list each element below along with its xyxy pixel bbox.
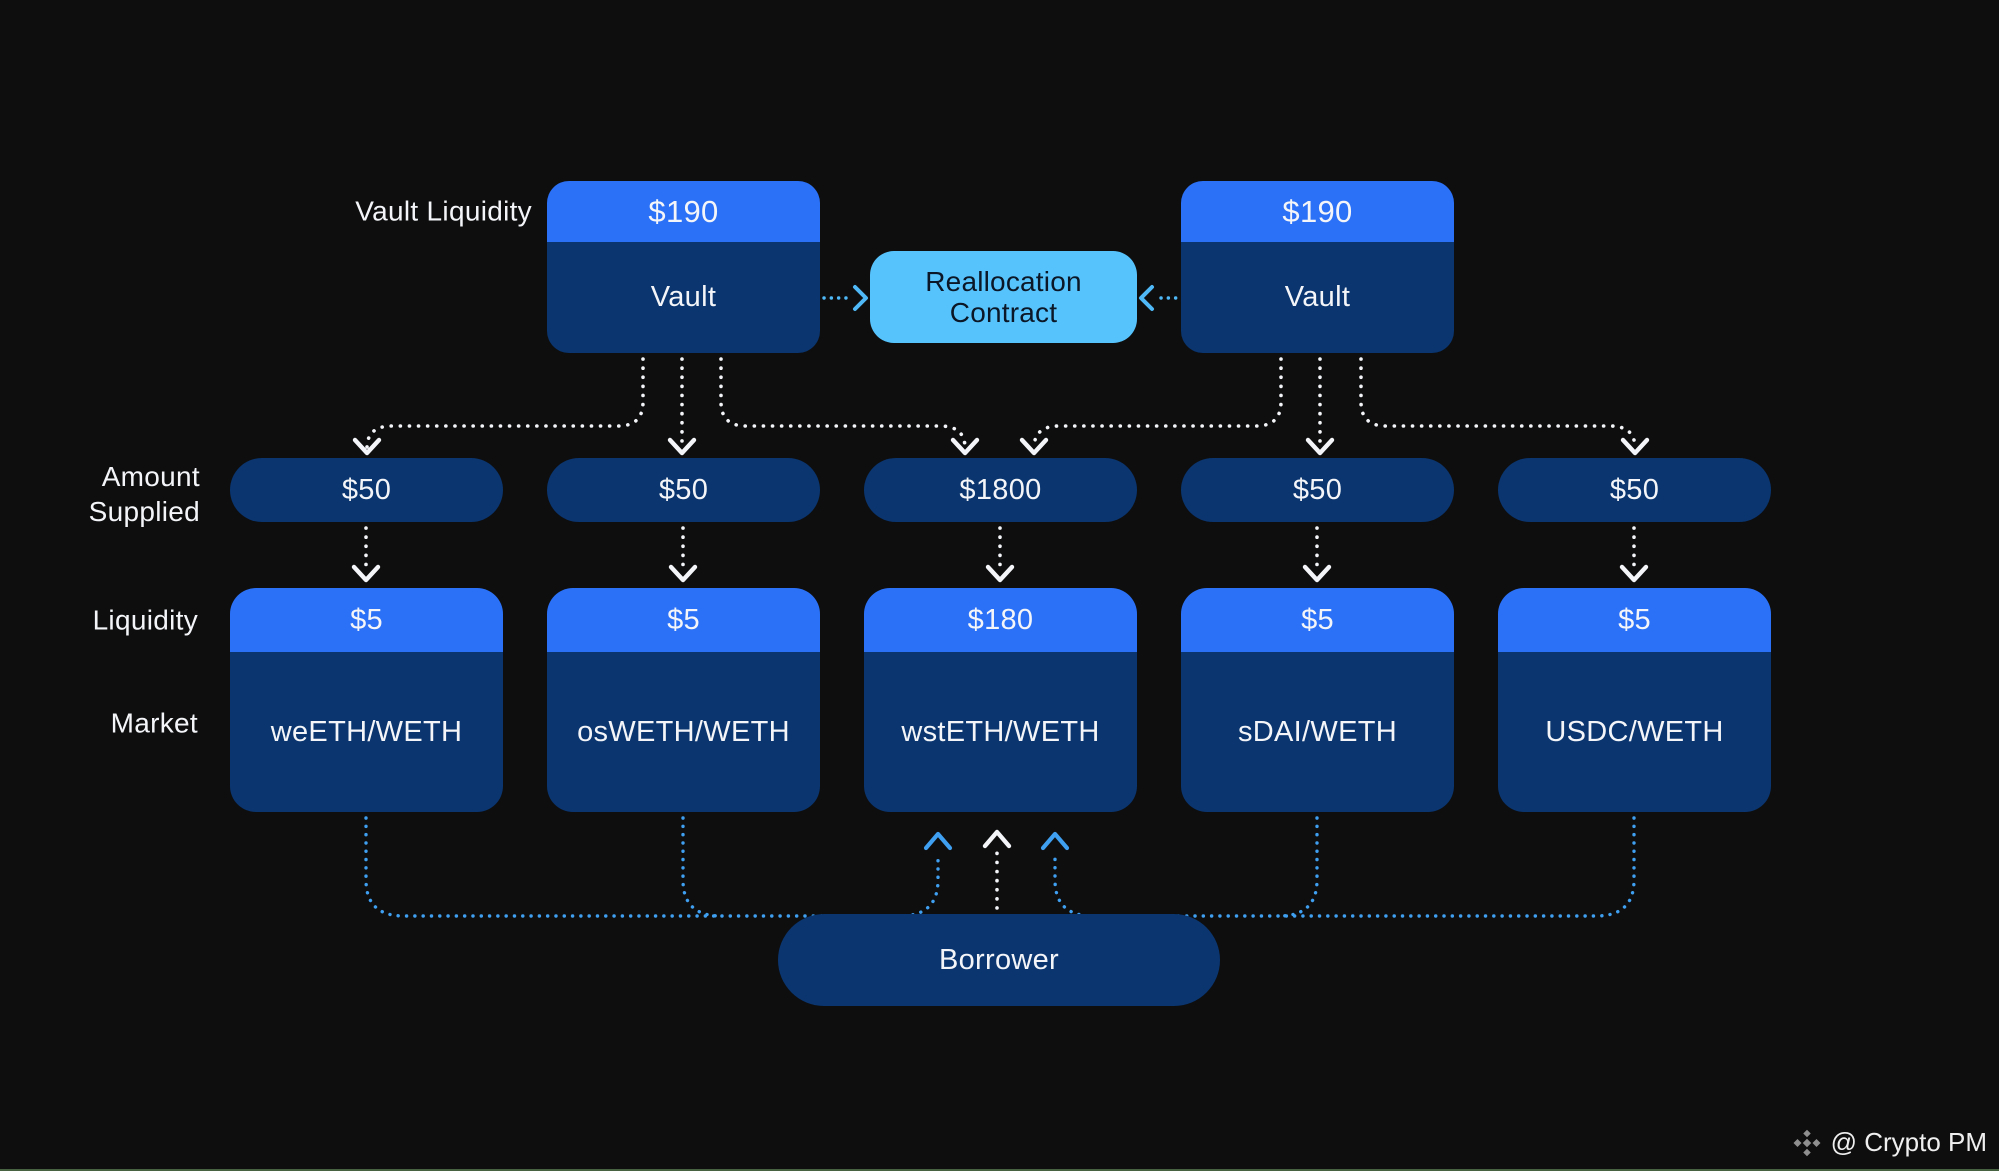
amount-supplied-pill-sdai: $50 (1181, 458, 1454, 522)
market-osweth-name: osWETH/WETH (547, 652, 820, 812)
market-osweth-liquidity-value: $5 (547, 588, 820, 652)
bottom-edge-line (0, 1169, 1999, 1171)
market-weeth-name: weETH/WETH (230, 652, 503, 812)
market-wsteth-liquidity-value: $180 (864, 588, 1137, 652)
amount-supplied-pill-weeth: $50 (230, 458, 503, 522)
supplied-to-market-arrows (351, 526, 1649, 583)
amount-supplied-pill-osweth: $50 (547, 458, 820, 522)
market-wsteth-name: wstETH/WETH (864, 652, 1137, 812)
reallocation-contract-label-line1: Reallocation (925, 266, 1082, 297)
vault-left-name: Vault (547, 242, 820, 353)
amount-supplied-pill-usdc: $50 (1498, 458, 1771, 522)
vault-right-liquidity-value: $190 (1181, 181, 1454, 242)
market-box-sdai: $5 sDAI/WETH (1181, 588, 1454, 812)
vault-left-liquidity-value: $190 (547, 181, 820, 242)
liquidity-row-label: Liquidity (92, 604, 198, 636)
amount-supplied-row-label: Amount Supplied (89, 459, 200, 529)
reallocation-contract-box: Reallocation Contract (870, 251, 1137, 343)
arrow-right-vault-to-reallocation (1139, 285, 1185, 311)
market-box-wsteth: $180 wstETH/WETH (864, 588, 1137, 812)
watermark: @ Crypto PM (1792, 1127, 1987, 1158)
market-box-weeth: $5 weETH/WETH (230, 588, 503, 812)
vault-liquidity-row-label: Vault Liquidity (355, 195, 532, 227)
binance-diamond-icon (1792, 1128, 1822, 1158)
market-usdc-liquidity-value: $5 (1498, 588, 1771, 652)
borrower-pill: Borrower (778, 914, 1220, 1006)
market-box-usdc: $5 USDC/WETH (1498, 588, 1771, 812)
arrow-left-vault-to-reallocation (822, 285, 868, 311)
amount-supplied-label-line2: Supplied (88, 496, 200, 527)
left-vault-fanout-arrows (352, 357, 980, 456)
market-reallocation-curve-left (364, 816, 953, 918)
market-reallocation-curve-right (1040, 816, 1636, 918)
market-row-label: Market (110, 707, 198, 739)
market-weeth-liquidity-value: $5 (230, 588, 503, 652)
reallocation-contract-label-line2: Contract (949, 297, 1058, 328)
market-usdc-name: USDC/WETH (1498, 652, 1771, 812)
vault-box-left: $190 Vault (547, 181, 820, 353)
borrower-to-market-arrow (982, 829, 1012, 910)
market-box-osweth: $5 osWETH/WETH (547, 588, 820, 812)
watermark-text: @ Crypto PM (1830, 1127, 1987, 1157)
amount-supplied-pill-wsteth: $1800 (864, 458, 1137, 522)
vault-right-name: Vault (1181, 242, 1454, 353)
amount-supplied-label-line1: Amount (101, 461, 200, 492)
vault-box-right: $190 Vault (1181, 181, 1454, 353)
right-vault-fanout-arrows (1019, 357, 1650, 456)
market-sdai-name: sDAI/WETH (1181, 652, 1454, 812)
market-sdai-liquidity-value: $5 (1181, 588, 1454, 652)
